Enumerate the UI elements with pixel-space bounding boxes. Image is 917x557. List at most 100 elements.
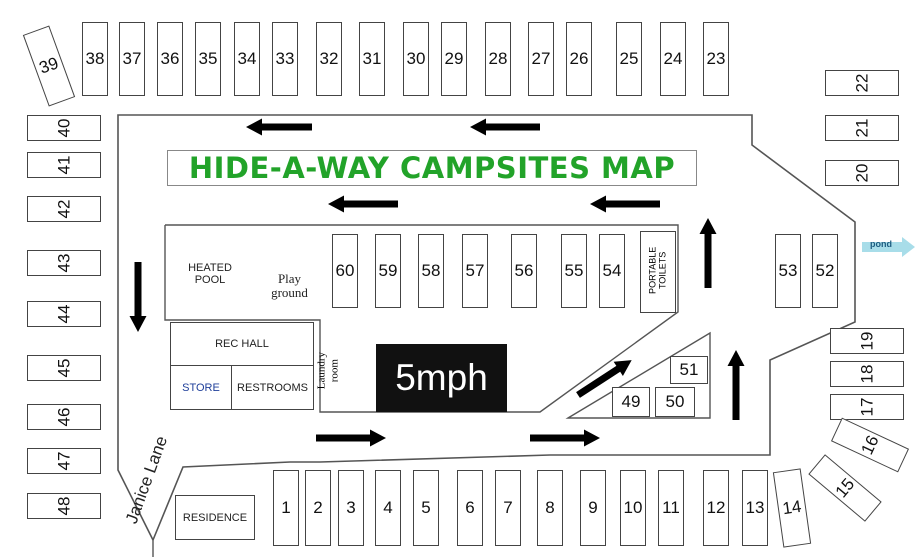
campsite-number: 56 [514, 261, 534, 280]
rec-hall-label: REC HALL [171, 323, 313, 366]
campsite-number: 29 [444, 49, 464, 68]
campsite-21[interactable]: 21 [825, 115, 899, 141]
campsite-22[interactable]: 22 [825, 70, 899, 96]
campsite-48[interactable]: 48 [27, 493, 101, 519]
campsite-28[interactable]: 28 [485, 22, 511, 96]
campsite-number: 20 [851, 163, 871, 183]
campsite-number: 34 [237, 49, 257, 68]
campsite-number: 6 [465, 498, 475, 517]
campsite-3[interactable]: 3 [338, 470, 364, 546]
speed-limit-text: 5mph [395, 357, 488, 398]
campsite-26[interactable]: 26 [566, 22, 592, 96]
campsite-41[interactable]: 41 [27, 152, 101, 178]
campsite-36[interactable]: 36 [157, 22, 183, 96]
campsite-number: 44 [53, 304, 73, 324]
campsite-8[interactable]: 8 [537, 470, 563, 546]
map-title: HIDE-A-WAY CAMPSITES MAP [167, 150, 697, 186]
campsite-19[interactable]: 19 [830, 328, 904, 354]
campsite-number: 47 [53, 451, 73, 471]
campsite-24[interactable]: 24 [660, 22, 686, 96]
campsite-11[interactable]: 11 [658, 470, 684, 546]
campsite-number: 32 [319, 49, 339, 68]
campsite-number: 4 [383, 498, 393, 517]
campsite-number: 36 [160, 49, 180, 68]
campsite-number: 30 [406, 49, 426, 68]
campsite-number: 26 [569, 49, 589, 68]
campsite-number: 39 [36, 53, 61, 78]
campsite-44[interactable]: 44 [27, 301, 101, 327]
campsite-38[interactable]: 38 [82, 22, 108, 96]
speed-limit-sign: 5mph [376, 344, 507, 412]
campsite-number: 1 [281, 498, 291, 517]
campsite-47[interactable]: 47 [27, 448, 101, 474]
campsite-46[interactable]: 46 [27, 404, 101, 430]
campsite-34[interactable]: 34 [234, 22, 260, 96]
campsite-4[interactable]: 4 [375, 470, 401, 546]
campsite-10[interactable]: 10 [620, 470, 646, 546]
campsite-40[interactable]: 40 [27, 115, 101, 141]
campsite-number: 58 [421, 261, 441, 280]
triangle-block-outline [565, 331, 711, 419]
campsite-18[interactable]: 18 [830, 361, 904, 387]
campsite-number: 10 [623, 498, 643, 517]
campsite-51[interactable]: 51 [670, 356, 708, 384]
campsite-number: 3 [346, 498, 356, 517]
campsite-53[interactable]: 53 [775, 234, 801, 308]
campsite-49[interactable]: 49 [612, 387, 650, 417]
campsite-54[interactable]: 54 [599, 234, 625, 308]
campsite-25[interactable]: 25 [616, 22, 642, 96]
campsite-number: 40 [53, 118, 73, 138]
campsite-number: 28 [488, 49, 508, 68]
campsite-7[interactable]: 7 [495, 470, 521, 546]
rec-hall-building: REC HALL STORE RESTROOMS [170, 322, 314, 410]
campsite-31[interactable]: 31 [359, 22, 385, 96]
campsite-59[interactable]: 59 [375, 234, 401, 308]
campsite-56[interactable]: 56 [511, 234, 537, 308]
campsite-30[interactable]: 30 [403, 22, 429, 96]
outer-loop-road [117, 114, 856, 541]
campsite-23[interactable]: 23 [703, 22, 729, 96]
campsite-number: 18 [856, 364, 876, 384]
campsite-number: 51 [679, 360, 699, 379]
campsite-2[interactable]: 2 [305, 470, 331, 546]
campsite-50[interactable]: 50 [655, 387, 695, 417]
campsite-6[interactable]: 6 [457, 470, 483, 546]
campsite-17[interactable]: 17 [830, 394, 904, 420]
restrooms-label: RESTROOMS [237, 381, 308, 394]
pond-pointer: pond [860, 236, 917, 258]
campsite-12[interactable]: 12 [703, 470, 729, 546]
campsite-number: 59 [378, 261, 398, 280]
campsite-42[interactable]: 42 [27, 196, 101, 222]
campsite-45[interactable]: 45 [27, 355, 101, 381]
campsite-52[interactable]: 52 [812, 234, 838, 308]
campsite-number: 35 [198, 49, 218, 68]
campsite-13[interactable]: 13 [742, 470, 768, 546]
campsite-29[interactable]: 29 [441, 22, 467, 96]
campsite-27[interactable]: 27 [528, 22, 554, 96]
campsite-43[interactable]: 43 [27, 250, 101, 276]
campsite-9[interactable]: 9 [580, 470, 606, 546]
heated-pool-label: HEATED POOL [188, 262, 232, 287]
campsite-57[interactable]: 57 [462, 234, 488, 308]
campsite-number: 45 [53, 358, 73, 378]
campsite-37[interactable]: 37 [119, 22, 145, 96]
campsite-number: 12 [706, 498, 726, 517]
campsite-number: 23 [706, 49, 726, 68]
campsite-35[interactable]: 35 [195, 22, 221, 96]
campsite-33[interactable]: 33 [272, 22, 298, 96]
campsite-number: 57 [465, 261, 485, 280]
campsite-number: 38 [85, 49, 105, 68]
campsite-number: 5 [421, 498, 431, 517]
campsite-55[interactable]: 55 [561, 234, 587, 308]
campsite-number: 60 [335, 261, 355, 280]
campsite-58[interactable]: 58 [418, 234, 444, 308]
campsite-32[interactable]: 32 [316, 22, 342, 96]
campsite-number: 16 [856, 432, 883, 458]
campsite-5[interactable]: 5 [413, 470, 439, 546]
campsite-60[interactable]: 60 [332, 234, 358, 308]
campsite-1[interactable]: 1 [273, 470, 299, 546]
campsite-20[interactable]: 20 [825, 160, 899, 186]
campsite-number: 17 [856, 397, 876, 417]
laundry-room-label: Laundry room [315, 330, 340, 410]
